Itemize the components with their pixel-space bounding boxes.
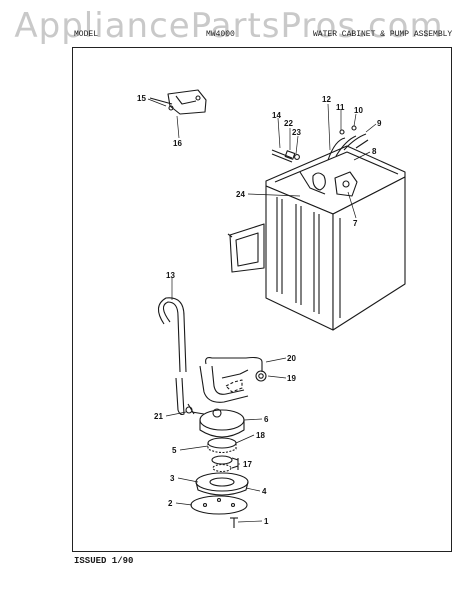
callout-13: 13 [166,271,175,280]
callout-9: 9 [377,119,382,128]
base-plate-part-2 [190,495,248,515]
diagram-frame [72,47,452,552]
callout-24: 24 [236,190,245,199]
drain-hose-part-20 [199,356,267,403]
seals-part-17 [211,455,239,473]
pump-part-6 [185,403,245,438]
callout-3: 3 [170,474,175,483]
screws-14-22-23 [271,149,300,163]
callout-16: 16 [173,139,182,148]
header-model: MODEL [74,30,99,39]
callout-18: 18 [256,431,265,440]
callout-4: 4 [262,487,267,496]
callout-14: 14 [272,111,281,120]
issued-date: ISSUED 1/90 [74,556,134,566]
callout-6: 6 [264,415,269,424]
side-panel [227,223,265,273]
callout-20: 20 [287,354,296,363]
hose-part-13 [157,297,187,416]
header-model-number: MW4000 [206,30,235,39]
callout-10: 10 [354,106,363,115]
callout-21: 21 [154,412,163,421]
callout-2: 2 [168,499,173,508]
leader-lines [147,98,377,523]
callout-23: 23 [292,128,301,137]
cabinet [265,125,406,331]
callout-5: 5 [172,446,177,455]
callout-19: 19 [287,374,296,383]
callout-15: 15 [137,94,146,103]
callout-labels: 15 16 12 11 10 9 8 7 14 22 23 24 13 20 1… [137,94,382,526]
housing-part-3-4 [195,472,249,496]
header-section-title: WATER CABINET & PUMP ASSEMBLY [313,30,453,39]
callout-17: 17 [243,460,252,469]
screw-part-1 [230,517,238,528]
callout-1: 1 [264,517,269,526]
bracket-part-16 [149,89,207,115]
callout-8: 8 [372,147,377,156]
callout-11: 11 [336,103,345,112]
gear-part-18 [207,437,237,454]
callout-7: 7 [353,219,358,228]
callout-22: 22 [284,119,293,128]
callout-12: 12 [322,95,331,104]
